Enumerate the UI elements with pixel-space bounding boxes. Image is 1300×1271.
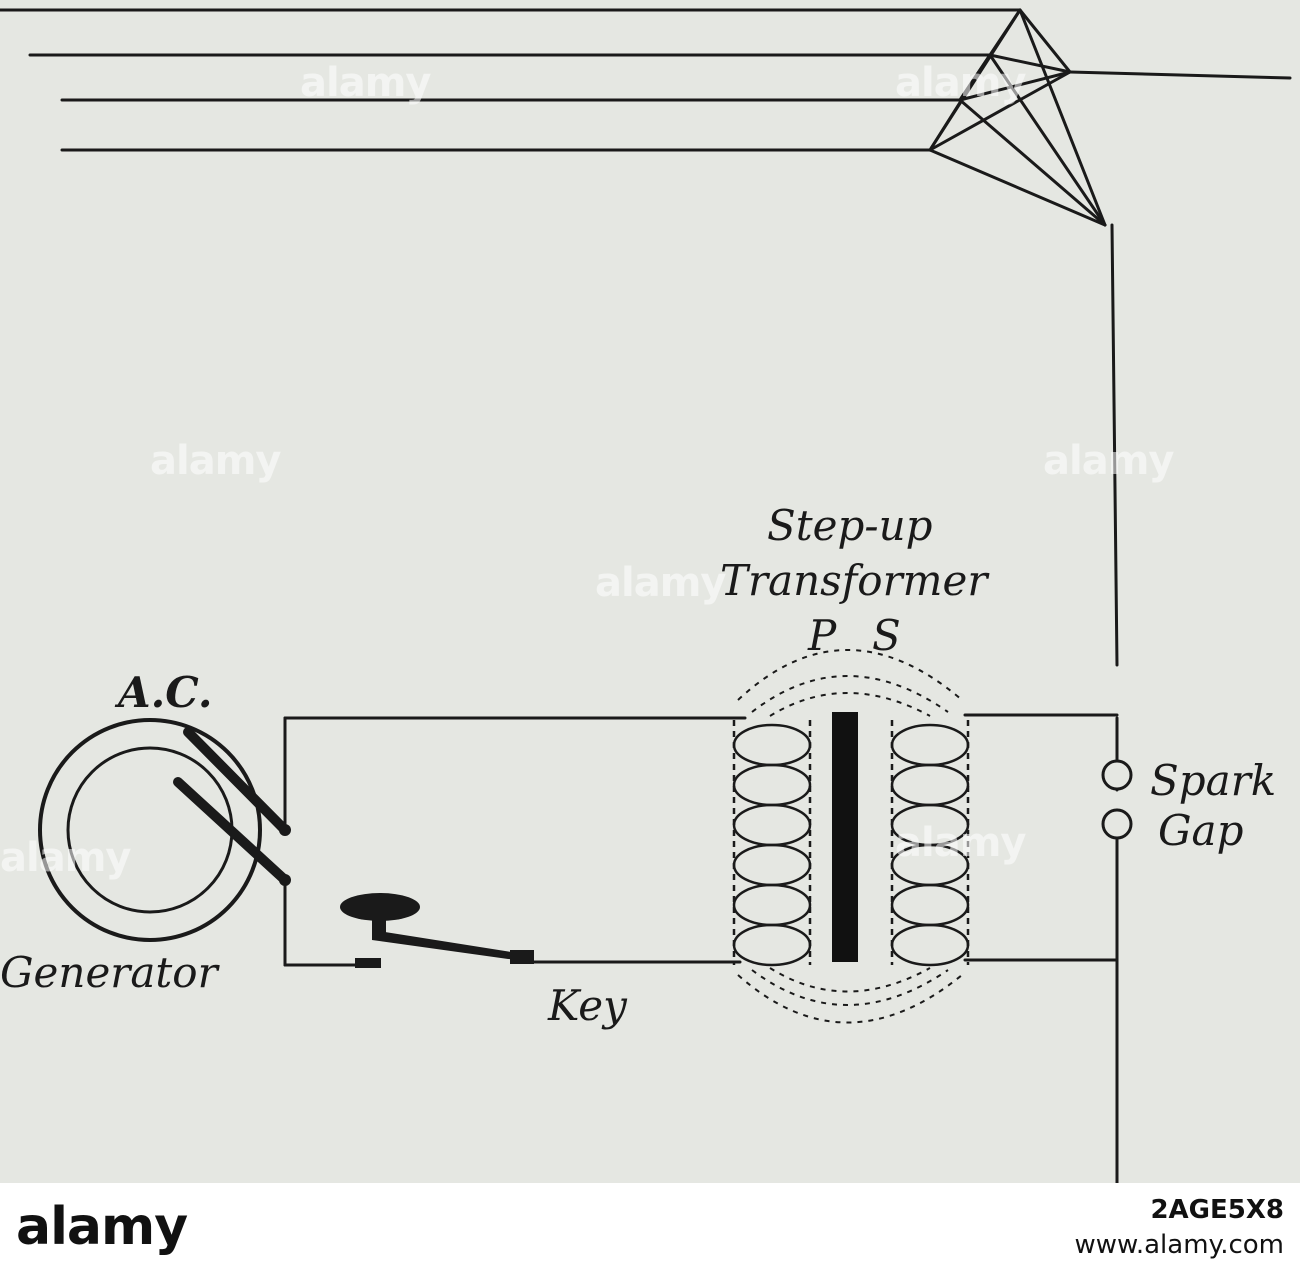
image-code: 2AGE5X8 [1150,1195,1284,1225]
label-secondary-s: S [872,611,901,660]
watermark: alamy [1043,438,1174,484]
label-key: Key [548,981,627,1030]
site-url: www.alamy.com [1074,1230,1284,1261]
watermark: alamy [0,835,131,881]
watermark: alamy [595,560,726,606]
watermark: alamy [895,820,1026,866]
circuit-diagram: alamy alamy alamy alamy alamy alamy alam… [0,0,1300,1183]
brand-logo: alamy [16,1197,188,1257]
lead-in-wire [1110,223,1119,667]
generator-symbol [38,718,262,942]
label-transformer: Transformer [720,556,988,605]
label-generator: Generator [0,948,218,997]
label-spark: Spark [1150,756,1277,805]
label-primary-p: P [808,611,837,660]
primary-coil [732,720,812,967]
transformer-core [832,712,858,962]
label-step-up: Step-up [767,501,933,550]
telegraph-key [340,893,534,968]
spark-gap-symbol [1101,759,1133,840]
magnetic-field-lines [737,649,963,1024]
label-gap: Gap [1158,806,1244,855]
watermark: alamy [300,60,431,106]
watermark: alamy [150,438,281,484]
watermark: alamy [895,60,1026,106]
image-info: 2AGE5X8 www.alamy.com [1074,1193,1284,1263]
circuit-drawing [0,8,1292,1183]
secondary-coil [890,720,970,967]
stock-footer: alamy 2AGE5X8 www.alamy.com [0,1183,1300,1271]
label-ac: A.C. [118,668,213,717]
